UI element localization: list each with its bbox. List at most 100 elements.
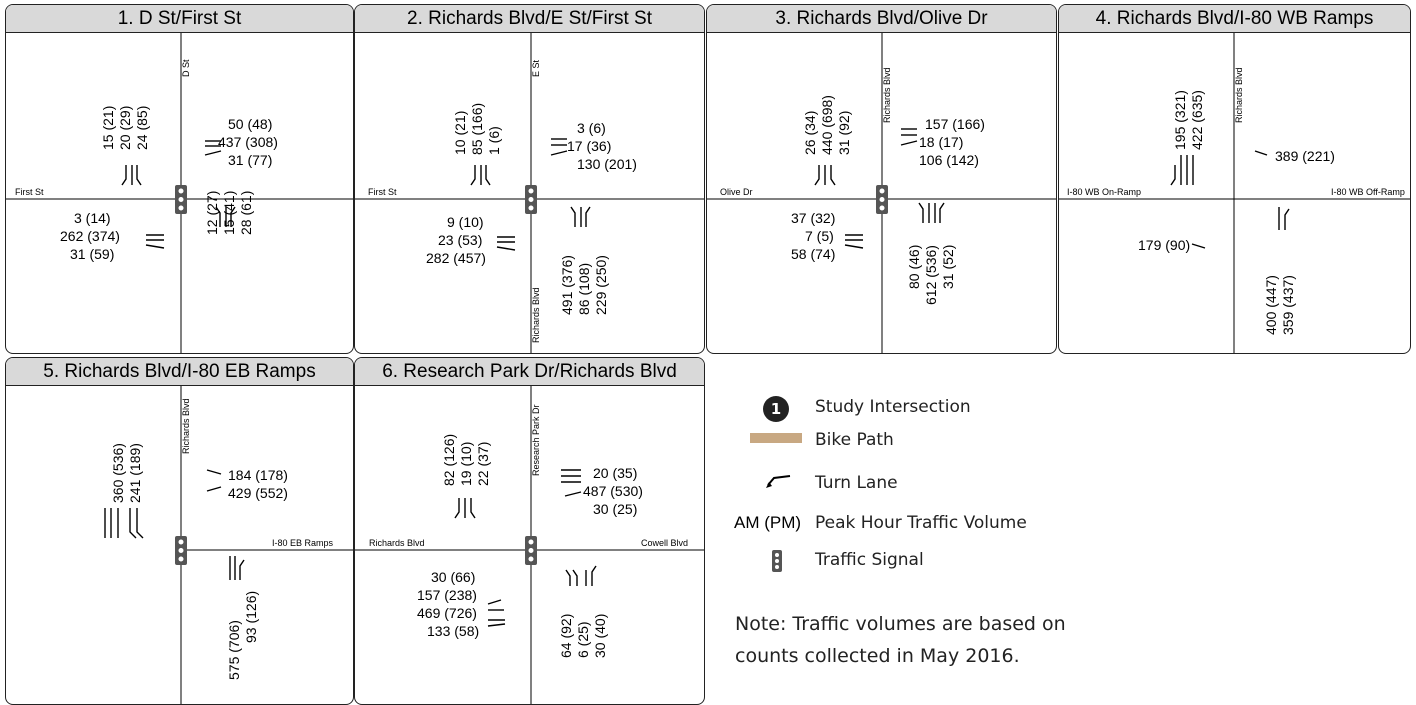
nb-volume: 612 (536) (923, 245, 939, 305)
study-intersection-number: 1 (770, 400, 782, 418)
wb-volume: 50 (48) (228, 116, 272, 132)
eb-volume: 262 (374) (60, 228, 120, 244)
turn-lane-arrows (121, 140, 236, 249)
wb-volume: 20 (35) (593, 465, 637, 481)
eb-volume: 58 (74) (791, 246, 835, 262)
footnote: Note: Traffic volumes are based on count… (735, 613, 1066, 667)
ew-street-label: First St (15, 187, 44, 197)
nb-volume: 15 (41) (221, 191, 237, 235)
sb-volume: 26 (34) (802, 111, 818, 155)
wb-volume: 17 (36) (567, 138, 611, 154)
nb-volume: 31 (52) (940, 245, 956, 289)
sb-volume: 360 (536) (110, 443, 126, 503)
eb-volume: 469 (726) (417, 605, 477, 621)
wb-volume: 184 (178) (228, 467, 288, 483)
intersection-panel-2: 2. Richards Blvd/E St/First St E St Rich… (354, 4, 705, 354)
ew-street-label: Olive Dr (720, 187, 753, 197)
turn-lane-arrows (1170, 150, 1290, 249)
intersection-panel-4: 4. Richards Blvd/I-80 WB Ramps Richards … (1058, 4, 1411, 354)
intersection-panel-1: 1. D St/First St D St First St 15 (21) 2… (5, 4, 354, 354)
sb-volume: 22 (37) (475, 442, 491, 486)
sb-volume: 19 (10) (458, 442, 474, 486)
turn-lane-arrows (104, 469, 245, 580)
legend-peak-hour-label: Peak Hour Traffic Volume (815, 513, 1027, 533)
eb-volume: 3 (14) (74, 210, 111, 226)
eb-volume: 23 (53) (438, 232, 482, 248)
eb-volume: 9 (10) (447, 214, 484, 230)
intersection-diagram: Research Park Dr Richards Blvd Cowell Bl… (355, 386, 704, 704)
nb-volume: 229 (250) (593, 255, 609, 315)
traffic-signal-icon (175, 536, 187, 565)
wb-volume: 30 (25) (593, 501, 637, 517)
am-pm-symbol: AM (PM) (734, 513, 802, 532)
ew-street-east-label: I-80 EB Ramps (272, 538, 334, 548)
turn-lane-arrows (470, 138, 591, 251)
nb-volume: 575 (706) (226, 620, 242, 680)
ew-street-west-label: Richards Blvd (369, 538, 425, 548)
intersection-diagram: Richards Blvd I-80 EB Ramps 360 (536) 24… (104, 386, 353, 704)
ns-street-south-label: Richards Blvd (531, 287, 541, 343)
sb-volume: 1 (6) (486, 126, 502, 155)
wb-volume: 429 (552) (228, 485, 288, 501)
panel-title: 2. Richards Blvd/E St/First St (355, 5, 704, 33)
wb-volume: 437 (308) (218, 134, 278, 150)
wb-volume: 3 (6) (577, 120, 606, 136)
ew-street-label: First St (368, 187, 397, 197)
intersection-diagram: E St Richards Blvd First St 10 (21) 85 (… (355, 33, 704, 353)
eb-volume: 37 (32) (791, 210, 835, 226)
ns-street-label: Richards Blvd (1234, 67, 1244, 123)
legend-traffic-signal-label: Traffic Signal (815, 550, 924, 570)
nb-volume: 64 (92) (558, 614, 574, 658)
panel-title: 6. Research Park Dr/Richards Blvd (355, 358, 704, 386)
bike-path-swatch (750, 433, 802, 443)
wb-volume: 389 (221) (1275, 148, 1335, 164)
eb-volume: 30 (66) (431, 569, 475, 585)
nb-volume: 359 (437) (1280, 275, 1296, 335)
intersection-panel-3: 3. Richards Blvd/Olive Dr Richards Blvd … (706, 4, 1057, 354)
ns-street-label: D St (181, 59, 191, 77)
legend-turn-lane-label: Turn Lane (815, 473, 898, 493)
nb-volume: 12 (27) (204, 191, 220, 235)
sb-volume: 195 (321) (1172, 90, 1188, 150)
sb-volume: 440 (698) (819, 95, 835, 155)
panel-title: 5. Richards Blvd/I-80 EB Ramps (6, 358, 353, 386)
ew-street-east-label: Cowell Blvd (641, 538, 688, 548)
eb-volume: 31 (59) (70, 246, 114, 262)
ns-street-label: E St (531, 59, 541, 77)
nb-volume: 491 (376) (559, 255, 575, 315)
intersection-diagram: Richards Blvd I-80 WB On-Ramp I-80 WB Of… (1059, 33, 1410, 353)
nb-volume: 28 (61) (238, 191, 254, 235)
traffic-signal-icon (175, 185, 187, 214)
nb-volume: 93 (126) (243, 591, 259, 643)
intersection-diagram: D St First St 15 (21) 20 (29) 24 (85) 50… (6, 33, 353, 353)
wb-volume: 487 (530) (583, 483, 643, 499)
sb-volume: 20 (29) (117, 106, 133, 150)
ns-street-label: Richards Blvd (882, 67, 892, 123)
wb-volume: 31 (77) (228, 152, 272, 168)
sb-volume: 31 (92) (836, 111, 852, 155)
sb-volume: 82 (126) (441, 434, 457, 486)
sb-volume: 15 (21) (100, 106, 116, 150)
nb-volume: 30 (40) (592, 614, 608, 658)
wb-volume: 157 (166) (925, 116, 985, 132)
intersection-diagram: Richards Blvd Olive Dr 26 (34) 440 (698)… (707, 33, 1056, 353)
study-intersection-icon: 1 (763, 396, 789, 422)
wb-volume: 106 (142) (919, 152, 979, 168)
eb-volume: 179 (90) (1138, 237, 1190, 253)
nb-volume: 6 (25) (575, 621, 591, 658)
sb-volume: 10 (21) (452, 111, 468, 155)
eb-volume: 7 (5) (805, 228, 834, 244)
turn-lane-arrows (454, 469, 597, 627)
panel-title: 1. D St/First St (6, 5, 353, 33)
intersection-panel-6: 6. Research Park Dr/Richards Blvd Resear… (354, 357, 705, 705)
sb-volume: 24 (85) (134, 106, 150, 150)
sb-volume: 241 (189) (127, 443, 143, 503)
turn-lane-icon (766, 475, 791, 488)
wb-volume: 18 (17) (919, 134, 963, 150)
ns-street-label: Research Park Dr (531, 404, 541, 476)
traffic-signal-icon (772, 550, 782, 572)
sb-volume: 422 (635) (1189, 90, 1205, 150)
intersection-panel-5: 5. Richards Blvd/I-80 EB Ramps Richards … (5, 357, 354, 705)
ew-street-east-label: I-80 WB Off-Ramp (1331, 187, 1405, 197)
eb-volume: 282 (457) (426, 250, 486, 266)
